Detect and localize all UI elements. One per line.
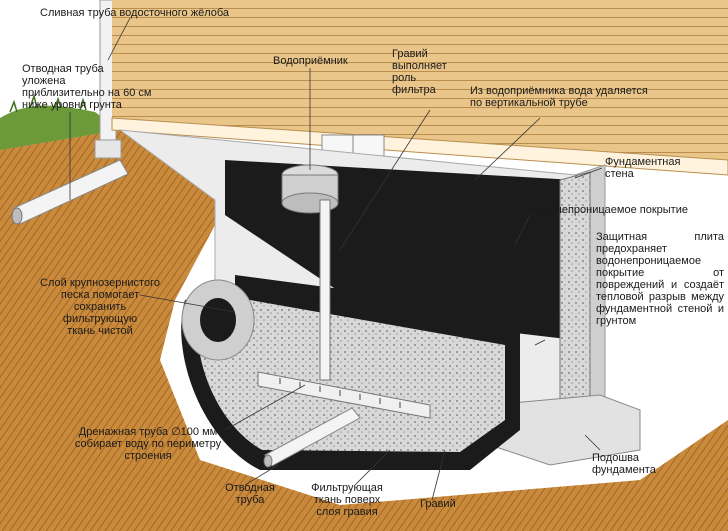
label-protective-slab: Защитная плита предохраняет водонепрониц… xyxy=(596,231,724,327)
label-filter-fabric: Фильтрующая ткань поверх слоя гравия xyxy=(311,482,383,518)
label-outlet-pipe: Отводная труба xyxy=(225,482,275,506)
label-gravel: Гравий xyxy=(420,498,456,510)
label-catch-basin: Водоприёмник xyxy=(273,55,348,67)
soil xyxy=(0,130,728,531)
label-drain-pipe: Дренажная труба ∅100 мм собирает воду по… xyxy=(74,426,222,462)
outlet-pipe-bottom xyxy=(263,407,361,468)
perforated-drain-pipe xyxy=(257,371,431,419)
grass xyxy=(0,93,120,150)
vertical-pipe xyxy=(319,199,331,381)
label-foundation-wall: Фундаментная стена xyxy=(605,156,681,180)
label-gravel-filter: Гравий выполняет роль фильтра xyxy=(392,48,447,96)
label-waterproof-coating: Водонепроницаемое покрытие xyxy=(530,204,688,216)
outlet-pipe-top xyxy=(11,159,129,225)
label-gutter-pipe: Сливная труба водосточного жёлоба xyxy=(40,7,230,19)
label-sand-layer: Слой крупнозернистого песка помогает сох… xyxy=(40,277,160,337)
house-siding xyxy=(111,0,728,176)
label-vertical-pipe: Из водоприёмника вода удаляется по верти… xyxy=(470,85,648,109)
label-footing: Подошва фундамента xyxy=(592,452,656,476)
label-outlet-depth: Отводная труба уложена приблизительно на… xyxy=(22,63,152,111)
leader-lines xyxy=(69,17,603,501)
